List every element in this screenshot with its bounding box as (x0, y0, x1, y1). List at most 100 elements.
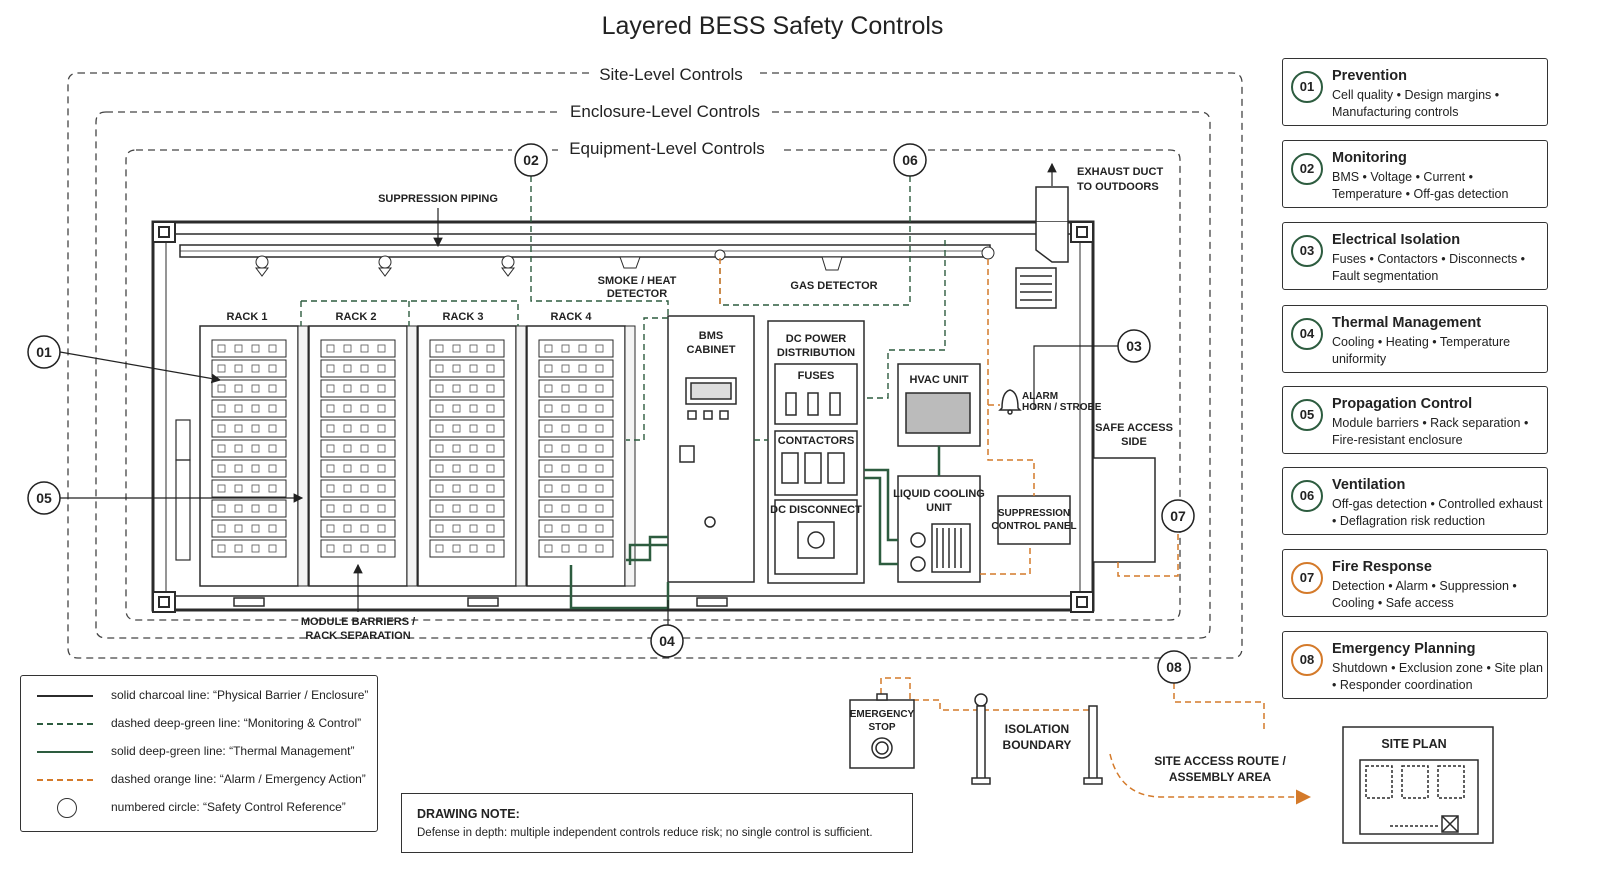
battery-module (538, 499, 614, 518)
site-plan (1342, 726, 1494, 844)
bms-cabinet-label-2: CABINET (687, 344, 736, 356)
suppression-piping-label: SUPPRESSION PIPING (378, 193, 498, 205)
rack-3-label: RACK 3 (443, 311, 484, 323)
card-description: Cell quality • Design margins • Manufact… (1332, 88, 1500, 119)
safe-access-label-2: SIDE (1121, 436, 1147, 448)
legend-swatch-dashed-orange (37, 779, 93, 781)
battery-module (320, 359, 396, 378)
card-description: Module barriers • Rack separation • Fire… (1332, 416, 1529, 447)
battery-module (429, 539, 505, 558)
legend-label: solid charcoal line: “Physical Barrier /… (111, 688, 369, 702)
card-title: Propagation Control (1332, 396, 1473, 412)
exhaust-duct (1015, 186, 1069, 309)
battery-module (320, 519, 396, 538)
legend-row-physical-barrier: solid charcoal line: “Physical Barrier /… (21, 686, 377, 706)
card-number-circle: 05 (1291, 399, 1323, 431)
rack-separation-barrier (515, 325, 527, 587)
smoke-detector-label-2: DETECTOR (607, 288, 667, 300)
battery-module (320, 499, 396, 518)
card-description: Cooling • Heating • Temperature uniformi… (1332, 335, 1511, 366)
monitoring-lines (300, 176, 946, 441)
legend-swatch-dashed-green (37, 723, 93, 725)
battery-module (211, 419, 287, 438)
contactors-label: CONTACTORS (778, 435, 855, 447)
hvac-unit (897, 363, 981, 447)
card-number-circle: 02 (1291, 153, 1323, 185)
diagram-title: Layered BESS Safety Controls (601, 12, 944, 40)
card-number-circle: 04 (1291, 318, 1323, 350)
emergency-stop-label-1: EMERGENCY (850, 709, 915, 720)
battery-module (429, 439, 505, 458)
card-number-circle: 07 (1291, 562, 1323, 594)
card-number-circle: 06 (1291, 480, 1323, 512)
svg-text:01: 01 (36, 344, 52, 360)
site-access-label-1: SITE ACCESS ROUTE / (1154, 754, 1286, 768)
card-number-circle: 03 (1291, 235, 1323, 267)
battery-module (429, 459, 505, 478)
card-title: Monitoring (1332, 150, 1407, 166)
isolation-boundary-label-1: ISOLATION (1005, 722, 1069, 736)
battery-module (320, 339, 396, 358)
battery-module (429, 359, 505, 378)
battery-module (320, 419, 396, 438)
emergency-stop (849, 693, 915, 769)
card-description: Off-gas detection • Controlled exhaust •… (1332, 497, 1543, 528)
bms-cabinet-label-1: BMS (699, 330, 723, 342)
callout-01: 01 (27, 335, 61, 369)
site-plan-label: SITE PLAN (1381, 737, 1446, 751)
fuses-label: FUSES (798, 370, 835, 382)
legend-swatch-solid-green (37, 751, 93, 753)
battery-module (320, 439, 396, 458)
suppression-panel-label-1: SUPPRESSION (998, 508, 1070, 519)
rack-3 (417, 325, 527, 587)
rack-2-label: RACK 2 (336, 311, 377, 323)
svg-text:07: 07 (1170, 508, 1186, 524)
rack-separation-barrier (297, 325, 309, 587)
card-title: Thermal Management (1332, 315, 1482, 331)
legend-label: solid deep-green line: “Thermal Manageme… (111, 744, 355, 758)
battery-module (538, 379, 614, 398)
battery-module (211, 479, 287, 498)
battery-module (429, 519, 505, 538)
card-description: BMS • Voltage • Current • Temperature • … (1332, 170, 1509, 201)
drawing-note-body: Defense in depth: multiple independent c… (417, 827, 873, 839)
callout-05: 05 (27, 481, 61, 515)
hvac-unit-label: HVAC UNIT (909, 374, 968, 386)
battery-module (538, 339, 614, 358)
battery-module (211, 359, 287, 378)
svg-text:03: 03 (1126, 338, 1142, 354)
module-barriers-label-1: MODULE BARRIERS / (301, 616, 415, 628)
exhaust-duct-label-1: EXHAUST DUCT (1077, 166, 1163, 178)
suppression-panel-label-2: CONTROL PANEL (991, 521, 1076, 532)
isolation-bollards (971, 693, 1103, 785)
module-barriers-label-2: RACK SEPARATION (305, 630, 410, 642)
safe-access-door (1092, 457, 1156, 563)
enclosure-level-boundary (95, 111, 1211, 639)
svg-text:06: 06 (902, 152, 918, 168)
dc-power-label-2: DISTRIBUTION (777, 347, 855, 359)
exhaust-duct-label-2: TO OUTDOORS (1077, 181, 1159, 193)
alarm-label-1: ALARM (1022, 391, 1058, 402)
svg-text:05: 05 (36, 490, 52, 506)
card-description: Fuses • Contactors • Disconnects • Fault… (1332, 252, 1526, 283)
isolation-boundary-label-2: BOUNDARY (1003, 738, 1072, 752)
battery-module (211, 439, 287, 458)
legend-row-callout: numbered circle: “Safety Control Referen… (21, 798, 377, 818)
safe-access-label-1: SAFE ACCESS (1095, 422, 1173, 434)
legend: solid charcoal line: “Physical Barrier /… (20, 675, 378, 832)
drawing-note: DRAWING NOTE: Defense in depth: multiple… (401, 793, 913, 853)
battery-module (211, 459, 287, 478)
callout-03: 03 (1117, 329, 1151, 363)
thermal-lines (569, 446, 941, 610)
battery-module (320, 539, 396, 558)
card-number-circle: 08 (1291, 644, 1323, 676)
drawing-note-title: DRAWING NOTE: (417, 807, 520, 821)
callout-pointers (59, 345, 1118, 626)
